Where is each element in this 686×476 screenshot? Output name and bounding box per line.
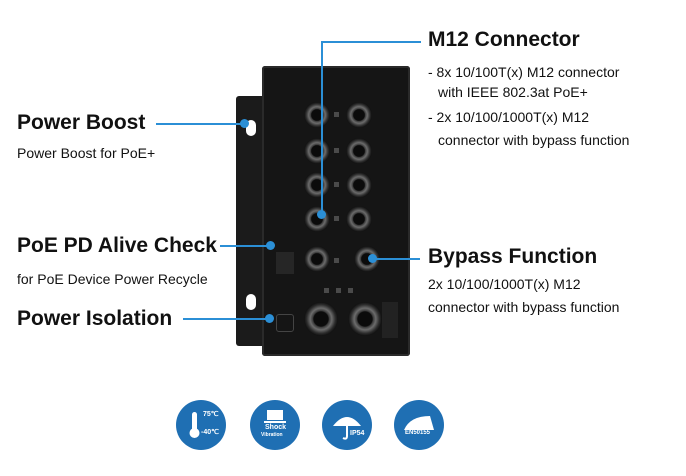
status-led [348,288,353,293]
label-panel [382,302,398,338]
status-led [334,182,339,187]
thermometer-icon [189,412,200,438]
connector-line [220,245,270,247]
bypass-desc-line2: connector with bypass function [428,299,620,315]
en50155-icon: EN50155 [394,400,444,450]
temperature-icon: 75℃ -40℃ [176,400,226,450]
m12-item-1-line1: - 8x 10/100T(x) M12 connector [428,64,620,80]
poe-pd-title: PoE PD Alive Check [17,234,217,257]
m12-port [346,102,372,128]
connector-line [321,41,323,216]
ground-terminal [276,314,294,332]
poe-pd-desc: for PoE Device Power Recycle [17,271,208,287]
en50155-label: EN50155 [405,430,431,436]
connector-dot [368,254,377,263]
temp-max-label: 75℃ [203,411,219,418]
m12-port [304,138,330,164]
switch-device [262,66,410,356]
connector-line [183,318,269,320]
power-boost-title: Power Boost [17,111,146,134]
shock-label: Shock [265,424,287,431]
gigabit-bypass-port [304,246,330,272]
connector-line [321,41,421,43]
console-relay-port [348,302,382,336]
m12-port [346,206,372,232]
m12-port [346,138,372,164]
m12-item-2-line2: connector with bypass function [438,132,630,148]
connector-line [156,123,244,125]
ip54-label: IP54 [350,430,365,437]
umbrella-icon [333,417,361,440]
power-isolation-title: Power Isolation [17,307,173,330]
connector-dot [240,119,249,128]
power-boost-desc: Power Boost for PoE+ [17,145,156,161]
status-led [324,288,329,293]
shock-vibration-icon: Shock Vibration [250,400,300,450]
shock-glyph-icon [264,410,286,423]
status-led [336,288,341,293]
m12-item-2-line1: - 2x 10/100/1000T(x) M12 [428,109,590,125]
mounting-hole [246,294,256,310]
status-led [334,148,339,153]
connector-dot [317,210,326,219]
connector-dot [266,241,275,250]
m12-title: M12 Connector [428,28,580,51]
status-led [334,112,339,117]
connector-line [372,258,420,260]
power-port [304,302,338,336]
vibration-label: Vibration [261,432,283,438]
dip-switch-panel [276,252,294,274]
connector-dot [265,314,274,323]
status-led [334,216,339,221]
temp-min-label: -40℃ [201,429,219,436]
m12-port [304,172,330,198]
ip54-icon: IP54 [322,400,372,450]
m12-port [304,206,330,232]
m12-port [346,172,372,198]
m12-item-1-line2: with IEEE 802.3at PoE+ [438,84,588,100]
mounting-hole [246,120,256,136]
bypass-desc-line1: 2x 10/100/1000T(x) M12 [428,276,581,292]
status-led [334,258,339,263]
mounting-bracket [236,96,266,346]
bypass-title: Bypass Function [428,245,598,268]
train-icon [404,416,434,430]
m12-port [304,102,330,128]
